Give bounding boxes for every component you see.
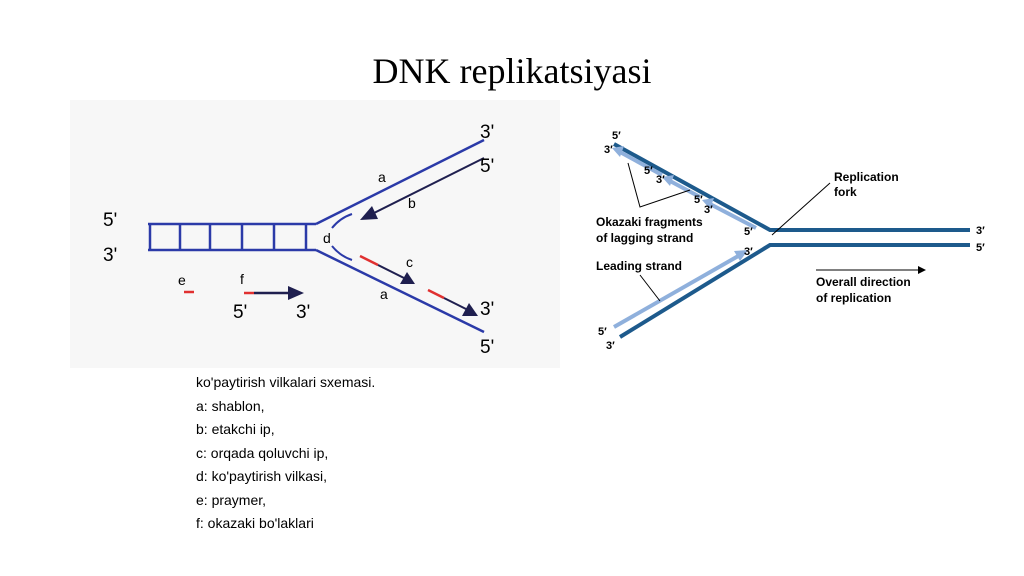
label-a-upper: a [378, 169, 386, 185]
upper-template-strand [315, 138, 485, 226]
left-top-end-label: 5' [103, 210, 117, 231]
primer-lagging-2 [427, 288, 445, 300]
lagging-fragment-2 [443, 297, 469, 311]
leading-strand-arrowhead [360, 206, 378, 220]
okazaki-pointer-lines [627, 162, 691, 208]
right-5-label: 5′ [976, 242, 985, 254]
caption-line: c: orqada qoluvchi ip, [196, 444, 329, 461]
overall-direction-label-1: Overall direction [816, 275, 911, 289]
lagging-fragment-2-arrowhead [462, 303, 478, 316]
base-pair-rungs [148, 224, 308, 250]
okazaki-fragment-3-arrowhead [702, 198, 714, 209]
top-3-label: 3′ [604, 144, 613, 156]
leading-strand-label: Leading strand [596, 259, 682, 273]
okazaki-fragment-1-arrowhead [612, 146, 624, 157]
upper-right-inner-label: 5' [480, 156, 494, 177]
upper-right-outer-label: 3' [480, 122, 494, 143]
fork-5-label: 5′ [744, 226, 753, 238]
label-c: c [406, 254, 413, 270]
replication-fork-schematic-svg: 5' 3' 3' 5' 3' 5' a b c a d e f 5' 3' [103, 122, 494, 358]
frag1-3-label: 3′ [656, 174, 665, 186]
lower-right-inner-label: 3' [480, 299, 494, 320]
leading-new-strand-arrowhead [734, 250, 748, 261]
okazaki-sample-arrowhead [288, 286, 304, 300]
label-a-lower: a [380, 286, 388, 302]
overall-direction-label-2: of replication [816, 291, 891, 305]
frag2-3-label: 3′ [704, 204, 713, 216]
okazaki-fragment-3 [709, 202, 757, 230]
okazaki-fragments-diagram: 5′ 3′ 5′ 3′ 5′ 3′ 5′ 3′ 3′ 5′ 5′ 3′ Repl… [580, 115, 1000, 365]
replication-fork-schematic: 5' 3' 3' 5' 3' 5' a b c a d e f 5' 3' [70, 100, 560, 368]
okazaki-label-2: of lagging strand [596, 231, 693, 245]
label-d: d [323, 230, 331, 246]
fork-3-label: 3′ [744, 246, 753, 258]
okazaki-fragment-1 [619, 150, 663, 177]
fork-arc-upper [331, 213, 353, 229]
okazaki-fragment-2-arrowhead [662, 175, 674, 186]
label-b: b [408, 195, 416, 211]
overall-direction-arrowhead [918, 266, 926, 274]
okazaki-fragment-2 [669, 179, 701, 199]
okazaki-label-1: Okazaki fragments [596, 215, 703, 229]
caption-line: b: etakchi ip, [196, 421, 275, 437]
fork-arc-lower [331, 245, 353, 261]
caption-line: e: praymer, [196, 491, 267, 508]
caption-line: d: ko'paytirish vilkasi, [196, 468, 328, 484]
slide-title: DNK replikatsiyasi [372, 51, 652, 91]
leading-strand-arrow [369, 157, 485, 216]
lower-right-outer-label: 5' [480, 337, 494, 358]
leading-pointer-line [639, 274, 661, 302]
lower-template-strand [315, 248, 485, 334]
frag1-5-label: 5′ [644, 165, 653, 177]
bottom-5-label: 5′ [598, 326, 607, 338]
lagging-fragment-1 [377, 264, 407, 280]
fork-pointer-line [771, 182, 831, 236]
caption-line: f: okazaki bo'laklari [196, 515, 314, 531]
caption-line: ko'paytirish vilkalari sxemasi. [196, 374, 376, 390]
caption-line: a: shablon, [196, 397, 265, 414]
top-5-label: 5′ [612, 130, 621, 142]
lower-parent-strand [618, 243, 970, 339]
leading-new-strand [613, 253, 741, 329]
legend-3-label: 3' [296, 302, 310, 323]
okazaki-fragments-diagram-svg: 5′ 3′ 5′ 3′ 5′ 3′ 5′ 3′ 3′ 5′ 5′ 3′ Repl… [596, 130, 985, 352]
upper-parent-strand [613, 142, 970, 232]
label-f: f [240, 271, 244, 287]
left-bottom-end-label: 3' [103, 245, 117, 266]
caption-block: ko'paytirish vilkalari sxemasi. a: shabl… [196, 371, 375, 536]
legend-5-label: 5' [233, 302, 247, 323]
replication-fork-label-1: Replication [834, 170, 899, 184]
lagging-fragment-1-arrowhead [400, 272, 415, 284]
bottom-3-label: 3′ [606, 340, 615, 352]
replication-fork-label-2: fork [834, 185, 857, 199]
frag2-5-label: 5′ [694, 194, 703, 206]
right-3-label: 3′ [976, 225, 985, 237]
label-e: e [178, 272, 186, 288]
primer-lagging-1 [359, 254, 379, 267]
